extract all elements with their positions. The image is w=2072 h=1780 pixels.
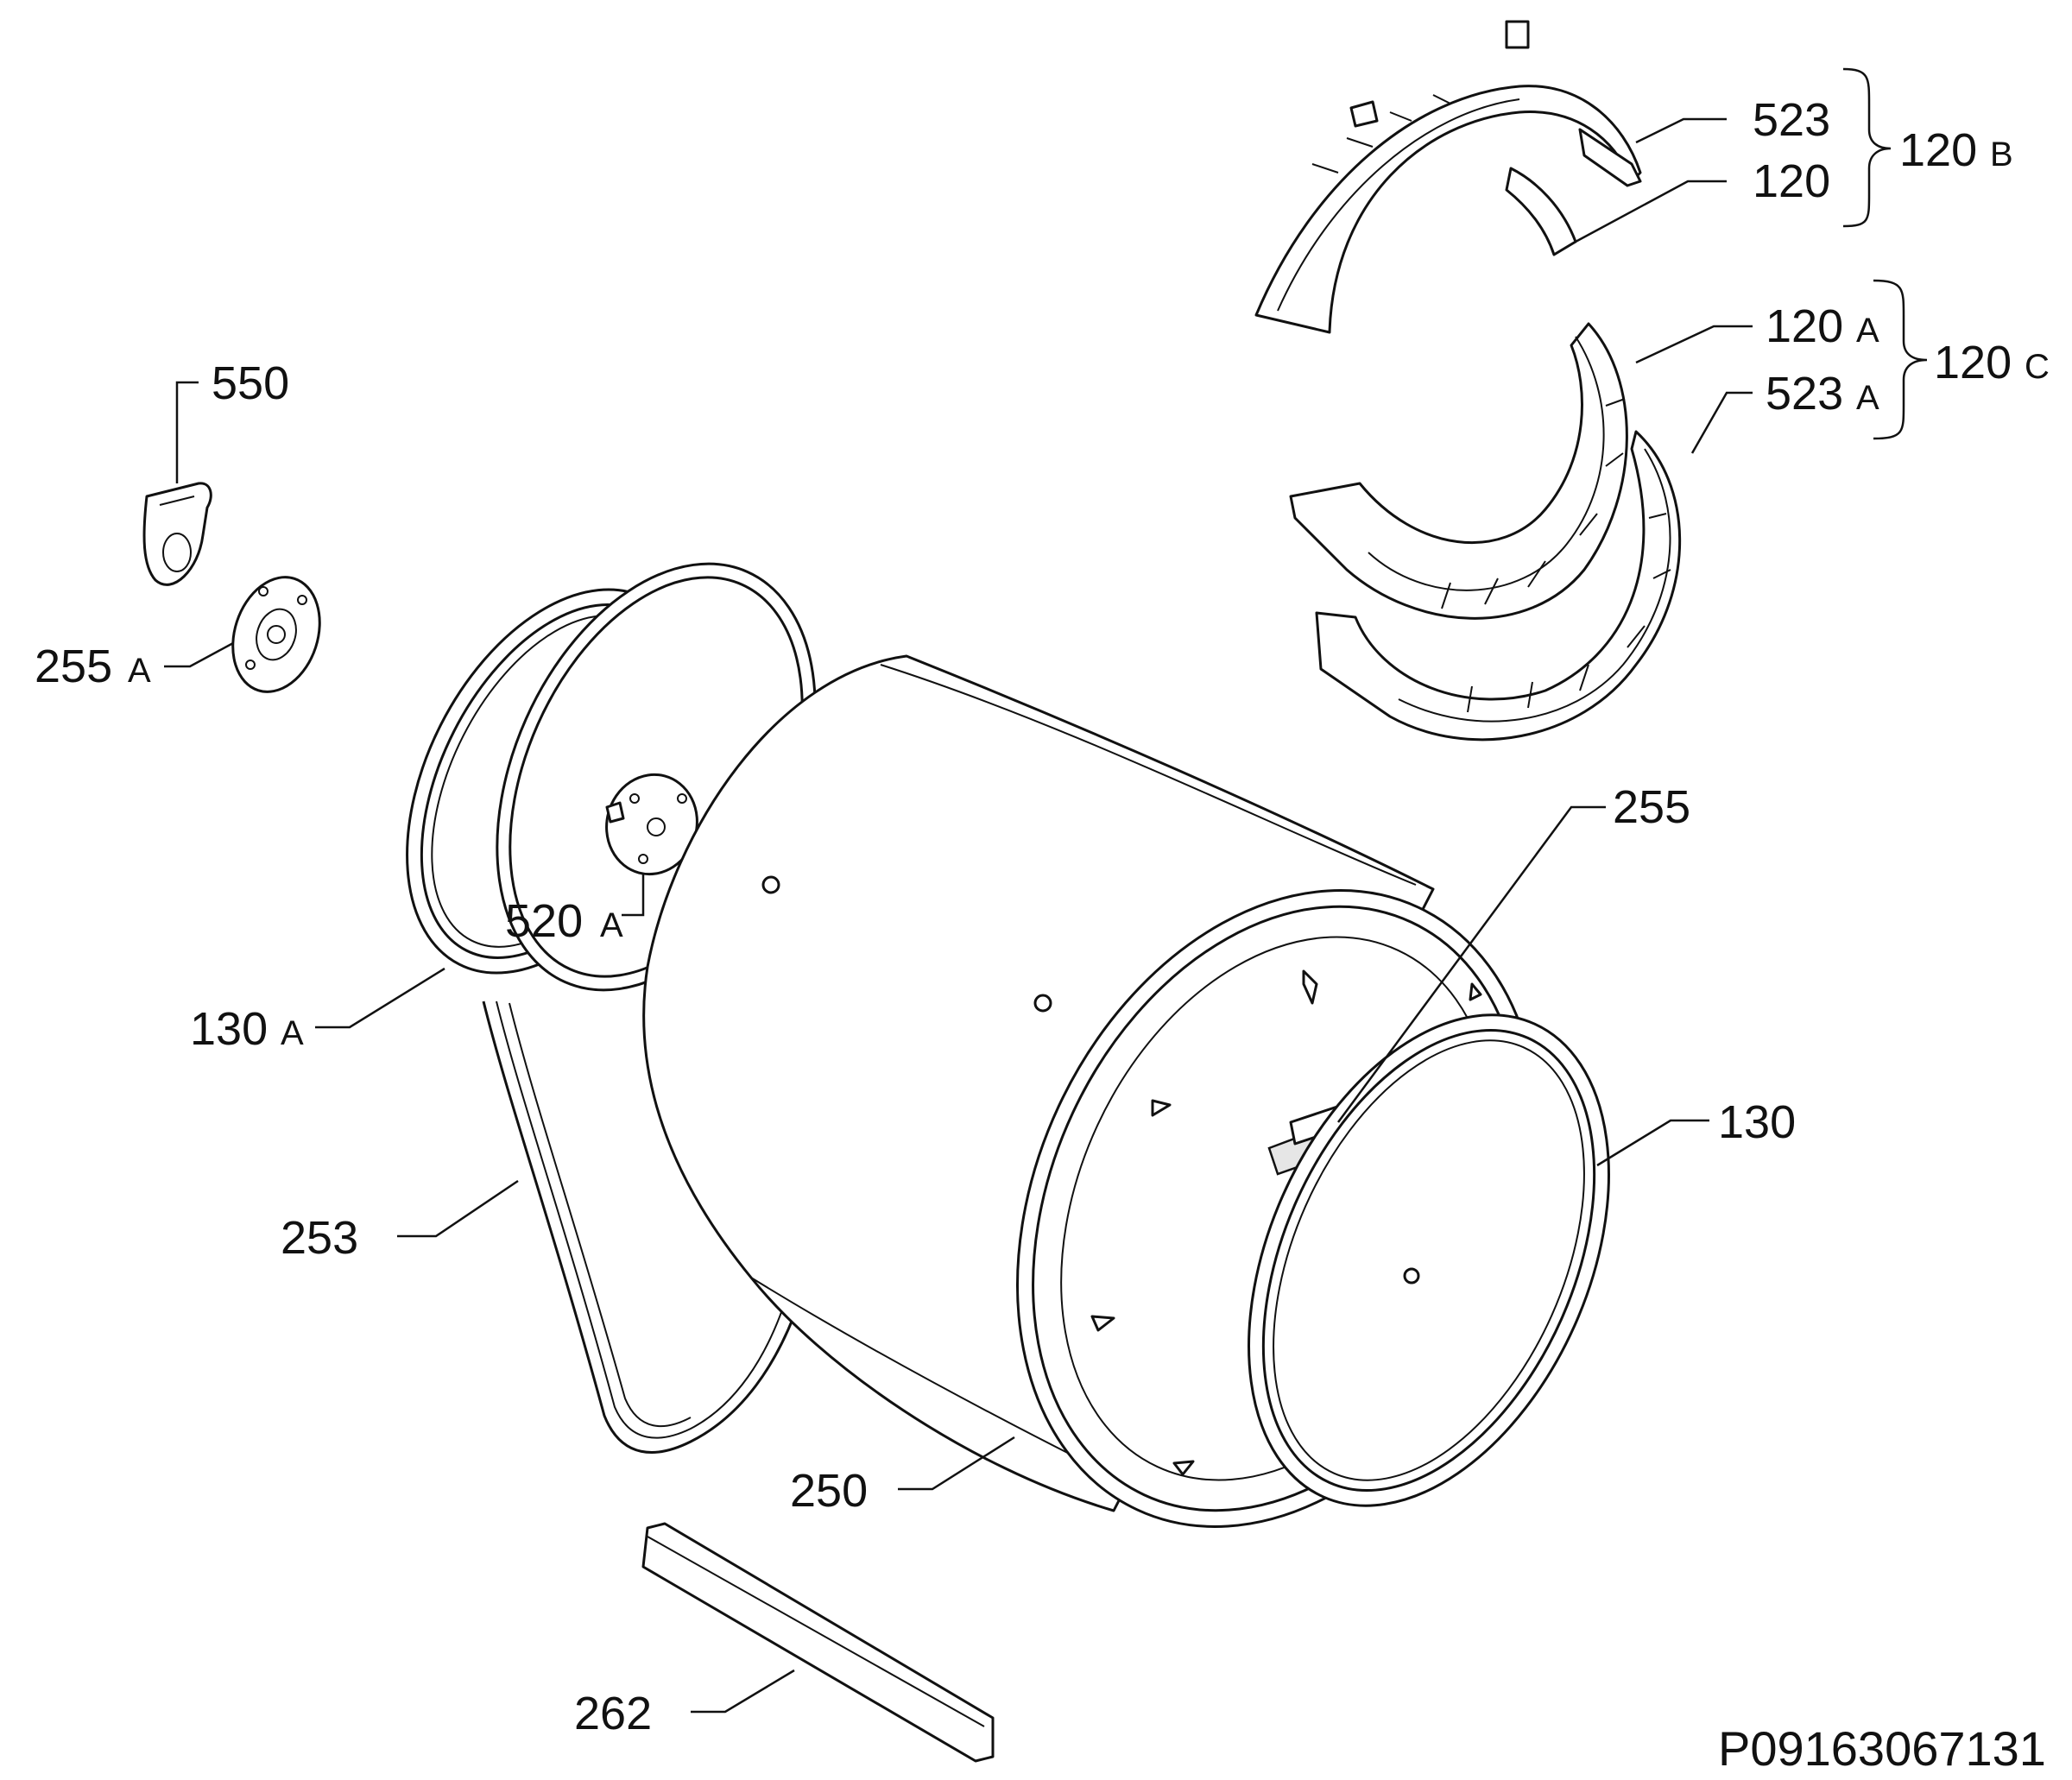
callout-253: 253: [281, 1212, 358, 1264]
svg-text:130: 130: [190, 1003, 268, 1055]
svg-text:250: 250: [790, 1465, 868, 1517]
seal-ring-120A-part: [1289, 322, 1628, 620]
shaft-bearing-part: [605, 773, 698, 876]
svg-text:B: B: [1990, 136, 2013, 174]
lifter-strip-part: [641, 1522, 995, 1763]
svg-text:523: 523: [1753, 94, 1830, 146]
svg-text:A: A: [600, 906, 623, 944]
svg-text:120: 120: [1899, 124, 1977, 176]
callout-250: 250: [790, 1465, 868, 1517]
svg-text:C: C: [2025, 348, 2050, 386]
svg-text:120: 120: [1934, 337, 2012, 388]
callout-120C: 120 C: [1934, 337, 2050, 388]
svg-text:A: A: [281, 1014, 304, 1052]
bearing-flange-part: [231, 576, 321, 693]
callout-130A: 130 A: [190, 1003, 304, 1055]
svg-text:A: A: [1856, 312, 1879, 350]
svg-text:255: 255: [1613, 781, 1690, 833]
drum-body-part: [642, 654, 1435, 1512]
callout-523A: 523 A: [1766, 368, 1879, 420]
group-braces: [1842, 67, 1928, 440]
svg-text:120: 120: [1753, 155, 1830, 207]
svg-text:520: 520: [505, 895, 583, 947]
svg-text:255: 255: [35, 641, 112, 692]
callout-120: 120: [1753, 155, 1830, 207]
felt-segment-part: [1505, 167, 1577, 256]
drawing-code: P09163067131: [1718, 1721, 2046, 1776]
callout-130: 130: [1718, 1096, 1796, 1148]
felt-ring-523A-part: [1315, 430, 1682, 742]
callout-520A: 520 A: [505, 895, 623, 947]
svg-text:120: 120: [1766, 300, 1843, 352]
leader-lines: [164, 117, 1753, 1714]
svg-text:550: 550: [212, 357, 289, 409]
callout-523: 523: [1753, 94, 1830, 146]
callout-255A: 255 A: [35, 641, 151, 692]
seal-ring-120B-part: [1254, 20, 1642, 334]
svg-text:253: 253: [281, 1212, 358, 1264]
svg-text:A: A: [1856, 379, 1879, 417]
front-drum-ring-part: [1248, 1013, 1610, 1507]
svg-text:523: 523: [1766, 368, 1843, 420]
callout-255: 255: [1613, 781, 1690, 833]
callout-120B: 120 B: [1899, 124, 2013, 176]
callout-120A: 120 A: [1766, 300, 1879, 352]
clip-part: [142, 482, 212, 586]
svg-text:130: 130: [1718, 1096, 1796, 1148]
callout-262: 262: [574, 1688, 652, 1739]
svg-text:A: A: [128, 652, 151, 690]
svg-text:262: 262: [574, 1688, 652, 1739]
callout-550: 550: [212, 357, 289, 409]
